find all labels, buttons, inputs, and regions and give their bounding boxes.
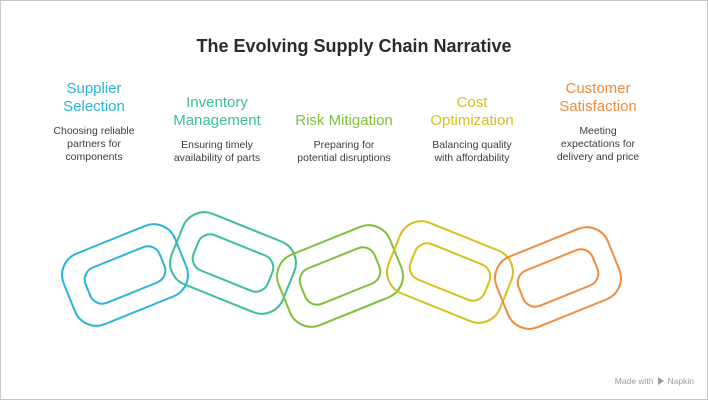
step-description: Preparing for potential disruptions (297, 139, 391, 164)
step-description: Meeting expectations for delivery and pr… (556, 125, 640, 163)
chain-link-3 (276, 224, 404, 328)
chain-link-1 (61, 223, 189, 327)
step-description: Ensuring timely availability of parts (173, 139, 261, 164)
chain-link-5 (494, 226, 622, 330)
watermark-prefix: Made with (614, 376, 654, 386)
step-description: Choosing reliable partners for component… (53, 125, 135, 163)
step-risk-mitigation: Risk Mitigation Preparing for potential … (274, 112, 414, 165)
step-customer-satisfaction: Customer Satisfaction Meeting expectatio… (528, 80, 668, 164)
chain-link-2 (169, 211, 297, 315)
step-description: Balancing quality with affordability (432, 139, 512, 164)
step-supplier-selection: Supplier Selection Choosing reliable par… (24, 80, 164, 164)
napkin-logo-icon (657, 377, 664, 385)
watermark-brand: Napkin (667, 376, 694, 386)
step-inventory-management: Inventory Management Ensuring timely ava… (147, 94, 287, 165)
step-title: Risk Mitigation (295, 112, 393, 129)
step-title: Customer Satisfaction (559, 80, 637, 115)
diagram-title: The Evolving Supply Chain Narrative (196, 36, 512, 56)
chain-link-4 (386, 220, 514, 324)
step-cost-optimization: Cost Optimization Balancing quality with… (402, 94, 542, 165)
step-title: Cost Optimization (430, 94, 514, 129)
step-title: Inventory Management (173, 94, 261, 129)
step-title: Supplier Selection (63, 80, 125, 115)
napkin-watermark: Made with Napkin (615, 376, 694, 386)
